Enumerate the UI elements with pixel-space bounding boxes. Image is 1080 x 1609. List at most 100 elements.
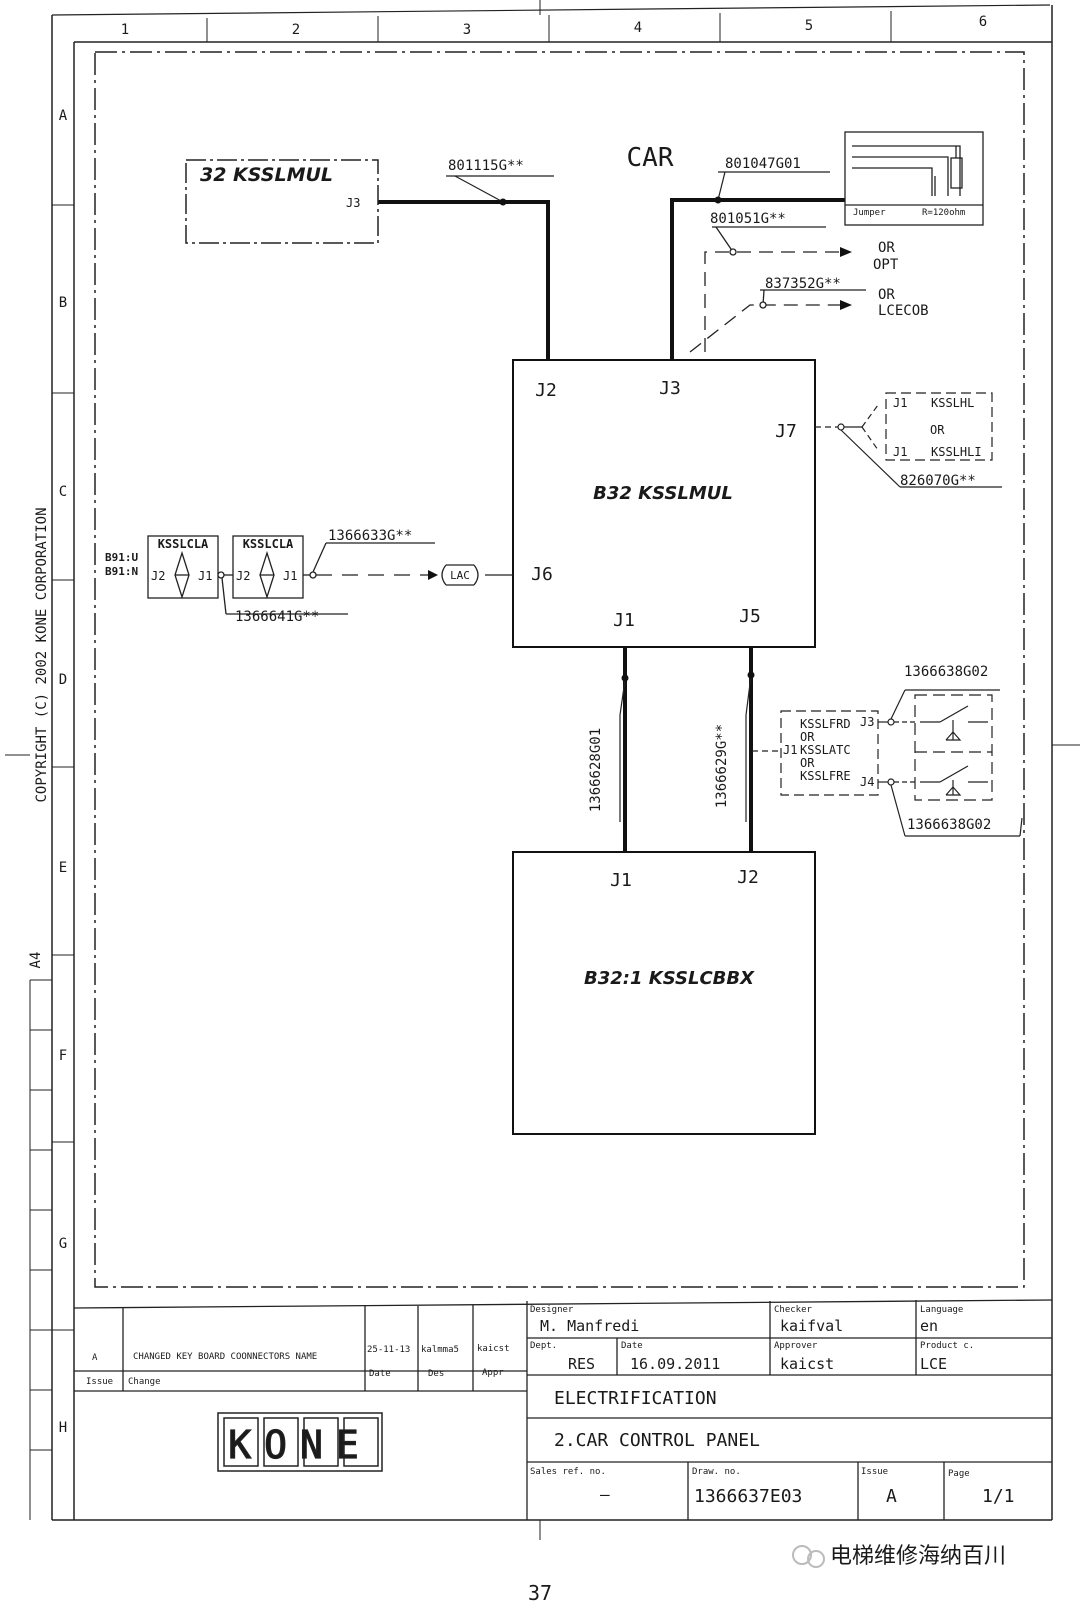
row-label: E — [59, 860, 67, 876]
resistor-label: R=120ohm — [922, 208, 965, 218]
revision-issue: A — [92, 1353, 98, 1363]
header-change: Change — [128, 1377, 161, 1387]
cable-1366641-label: 1366641G** — [235, 609, 319, 625]
cable-801051-label: 801051G** — [710, 211, 786, 227]
cable-826070-label: 826070G** — [900, 473, 976, 489]
drawing-subtitle: 2.CAR CONTROL PANEL — [554, 1430, 760, 1451]
cable-1366638-label: 1366638G02 — [907, 817, 991, 833]
junction-dot — [621, 674, 629, 682]
column-label: 4 — [634, 20, 642, 36]
port-j6: J6 — [531, 564, 553, 585]
approver-value: kaicst — [780, 1355, 834, 1373]
column-label: 1 — [121, 22, 129, 38]
optional-cables — [689, 226, 866, 353]
revision-des: kalmma5 — [421, 1345, 459, 1355]
sales-label: Sales ref. no. — [530, 1467, 606, 1477]
ksslhli-label: KSSLHLI — [931, 445, 982, 459]
header-issue: Issue — [86, 1377, 113, 1387]
column-label: 6 — [979, 14, 987, 30]
port-j7: J7 — [775, 421, 797, 442]
row-label: C — [59, 484, 67, 500]
b91u-label: B91:U — [105, 551, 138, 564]
cable-1366638-label: 1366638G02 — [904, 664, 988, 680]
draw-label: Draw. no. — [692, 1467, 741, 1477]
port-j1: J1 — [613, 610, 635, 631]
sheet-border — [5, 0, 1080, 1540]
page-label: Page — [948, 1469, 970, 1479]
port-j2: J2 — [737, 867, 759, 888]
bottom-board-ksslcbbx: J1 J2 B32:1 KSSLCBBX — [512, 851, 816, 1135]
copyright-text: COPYRIGHT (C) 2002 KONE CORPORATION — [34, 507, 50, 802]
jumper-label: Jumper — [853, 208, 886, 218]
ksslfrd-label: KSSLFRD — [800, 717, 851, 731]
main-board-ksslmul: J2 J3 J7 B32 KSSLMUL J6 J1 J5 — [512, 359, 816, 648]
port-j3: J3 — [860, 715, 874, 729]
checker-value: kaifval — [780, 1317, 843, 1335]
revision-appr: kaicst — [477, 1344, 510, 1354]
ksslfre-label: KSSLFRE — [800, 769, 851, 783]
car-label: CAR — [627, 143, 674, 173]
junction-dot — [747, 671, 755, 679]
designer-label: Designer — [530, 1305, 574, 1315]
column-label: 5 — [805, 18, 813, 34]
cable-801115: 801115G** — [446, 158, 554, 206]
terminator-block: Jumper R=120ohm — [844, 131, 984, 226]
ksslcla-label: KSSLCLA — [243, 537, 294, 551]
column-labels: 1 2 3 4 5 6 — [121, 14, 987, 38]
kone-logo-text: KONE — [228, 1423, 372, 1467]
or-label: OR — [800, 730, 815, 744]
port-j1: J1 — [283, 569, 297, 583]
page-value: 1/1 — [982, 1486, 1015, 1507]
cable-label: 801115G** — [448, 158, 524, 174]
paper-size-label: A4 — [28, 952, 44, 969]
watermark: 电梯维修海纳百川 — [792, 1544, 1006, 1569]
vertical-cable-labels — [619, 675, 752, 822]
cable-1366633-label: 1366633G** — [328, 528, 412, 544]
cable-label: 801047G01 — [725, 156, 801, 172]
fr-group — [752, 689, 1023, 837]
title-block — [73, 1299, 1053, 1520]
port-label: J3 — [346, 196, 360, 210]
sales-value: – — [600, 1485, 610, 1504]
top-board-ksslmul: 32 KSSLMUL J3 — [185, 159, 379, 244]
cable-1366629-label: 1366629G** — [714, 724, 730, 808]
row-label: B — [59, 295, 67, 311]
column-label: 2 — [292, 22, 300, 38]
revision-date: 25-11-13 — [367, 1345, 410, 1355]
ksslhl-label: KSSLHL — [931, 396, 974, 410]
language-label: Language — [920, 1305, 963, 1315]
port-j1: J1 — [783, 743, 797, 757]
header-appr: Appr — [482, 1368, 504, 1378]
ksslatc-label: KSSLATC — [800, 743, 851, 757]
row-label: H — [59, 1420, 67, 1436]
opt-label: OPT — [873, 257, 899, 273]
language-value: en — [920, 1317, 938, 1335]
lac-arrow — [428, 570, 438, 580]
draw-number: 1366637E03 — [694, 1486, 802, 1507]
issue-value: A — [886, 1486, 897, 1507]
port-j1: J1 — [893, 396, 907, 410]
or-label: OR — [800, 756, 815, 770]
port-j1: J1 — [610, 870, 632, 891]
lac-label: LAC — [450, 569, 470, 582]
dept-value: RES — [568, 1355, 595, 1373]
lcecob-label: LCECOB — [878, 303, 929, 319]
port-j4: J4 — [860, 775, 874, 789]
board-name: 32 KSSLMUL — [200, 164, 333, 186]
board-name: B32:1 KSSLCBBX — [584, 968, 755, 989]
port-j2: J2 — [236, 569, 250, 583]
approver-label: Approver — [774, 1341, 818, 1351]
date-value: 16.09.2011 — [630, 1355, 720, 1373]
drawing-title: ELECTRIFICATION — [554, 1388, 717, 1409]
row-label: G — [59, 1236, 67, 1252]
product-label: Product c. — [920, 1341, 974, 1351]
row-label: A — [59, 108, 68, 124]
port-j5: J5 — [739, 606, 761, 627]
header-des: Des — [428, 1369, 444, 1379]
product-value: LCE — [920, 1355, 947, 1373]
cable-801047: 801047G01 — [714, 156, 830, 204]
page-number: 37 — [528, 1581, 552, 1605]
header-date: Date — [369, 1369, 391, 1379]
